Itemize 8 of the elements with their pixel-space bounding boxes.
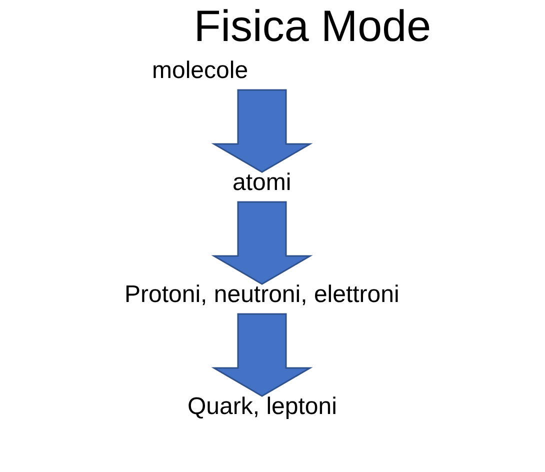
node-label: Protoni, neutroni, elettroni bbox=[124, 280, 400, 310]
block-arrow bbox=[211, 313, 313, 397]
block-arrow bbox=[211, 201, 313, 285]
title: Fisica Mode bbox=[192, 2, 432, 52]
node-label: Quark, leptoni bbox=[188, 392, 337, 422]
node-label: atomi bbox=[232, 168, 292, 198]
block-arrow bbox=[211, 89, 313, 173]
node-label: molecole bbox=[152, 56, 248, 86]
